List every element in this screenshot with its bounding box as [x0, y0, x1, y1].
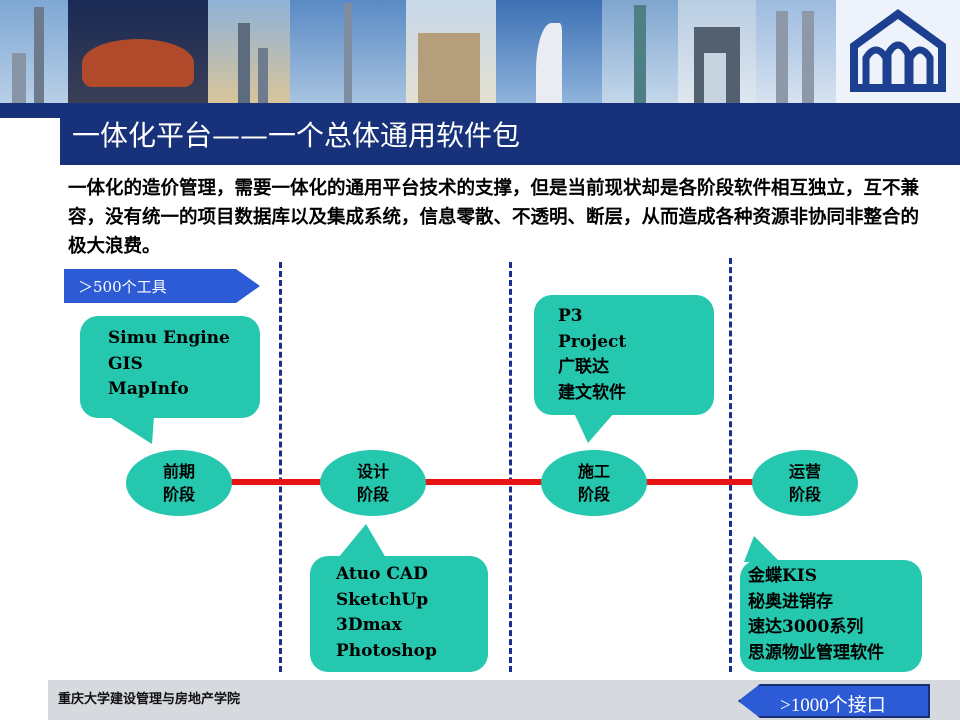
timeline-line [228, 479, 762, 485]
photo-birds-nest-stadium [68, 0, 208, 103]
callout-operation-tools: 金蝶KIS 秘奥进销存 速达3000系列 思源物业管理软件 [740, 536, 922, 672]
title-accent-block [0, 103, 60, 118]
photo-burj-khalifa [290, 0, 406, 103]
tool-item: MapInfo [108, 379, 189, 399]
phase-divider-1 [279, 262, 282, 672]
stage-construction-phase: 施工 阶段 [541, 450, 647, 516]
tool-item: Project [558, 331, 627, 352]
callout-pointer [338, 524, 386, 558]
photo-taipei-101 [602, 0, 678, 103]
photo-cctv-tower [678, 0, 756, 103]
callout-pointer [744, 536, 780, 562]
tool-item: 建文软件 [558, 382, 626, 403]
photo-skyline [208, 0, 290, 103]
tool-item: P3 [558, 306, 583, 326]
tool-item: GIS [108, 353, 143, 374]
tool-item: 思源物业管理软件 [748, 642, 884, 663]
slide-title: 一体化平台——一个总体通用软件包 [72, 119, 521, 152]
callout-pre-phase-tools: Simu Engine GIS MapInfo [80, 316, 260, 444]
callout-pointer [108, 416, 154, 444]
tool-item: 秘奥进销存 [748, 591, 833, 612]
tool-item: 广联达 [558, 357, 609, 377]
stage-label: 运营 [788, 462, 821, 481]
callout-construction-tools: P3 Project 广联达 建文软件 [534, 295, 714, 443]
stage-label: 阶段 [162, 485, 195, 504]
header-banner [0, 0, 960, 103]
photo-burj-al-arab [496, 0, 602, 103]
photo-jinmao-tower [0, 0, 68, 103]
tag-arrow-shape [64, 269, 260, 303]
tool-item: 速达3000系列 [748, 617, 864, 637]
stage-label: 阶段 [356, 485, 389, 504]
stage-design-phase: 设计 阶段 [320, 450, 426, 516]
title-bar: 一体化平台——一个总体通用软件包 [60, 103, 960, 165]
house-arch-logo [836, 0, 960, 103]
tool-item: Atuo CAD [336, 564, 428, 584]
interfaces-count-tag: >1000个接口 [738, 684, 930, 718]
callout-pointer [574, 413, 614, 443]
tool-item: 3Dmax [336, 615, 402, 635]
stage-label: 阶段 [577, 485, 610, 504]
tool-item: 金蝶KIS [748, 566, 818, 586]
footer-institution: 重庆大学建设管理与房地产学院 [58, 692, 241, 707]
tool-item: SketchUp [336, 589, 429, 610]
stage-label: 前期 [162, 462, 195, 481]
photo-stacked-building [406, 0, 496, 103]
stage-label: 施工 [577, 462, 610, 481]
tool-item: Photoshop [336, 640, 437, 661]
intro-paragraph: 一体化的造价管理，需要一体化的通用平台技术的支撑，但是当前现状却是各阶段软件相互… [68, 178, 920, 257]
stage-label: 阶段 [788, 485, 821, 504]
stage-operation-phase: 运营 阶段 [752, 450, 858, 516]
tools-count-label: ＞500个工具 [78, 278, 167, 296]
photo-petronas-towers [756, 0, 836, 103]
callout-design-tools: Atuo CAD SketchUp 3Dmax Photoshop [310, 524, 488, 672]
stage-label: 设计 [356, 462, 389, 481]
tool-item: Simu Engine [108, 328, 230, 348]
tag-arrow-shape [738, 684, 930, 718]
stage-pre-phase: 前期 阶段 [126, 450, 232, 516]
phase-divider-3 [729, 258, 732, 672]
interfaces-count-label: >1000个接口 [780, 695, 886, 716]
tools-count-tag: ＞500个工具 [64, 269, 260, 303]
phase-divider-2 [509, 262, 512, 672]
